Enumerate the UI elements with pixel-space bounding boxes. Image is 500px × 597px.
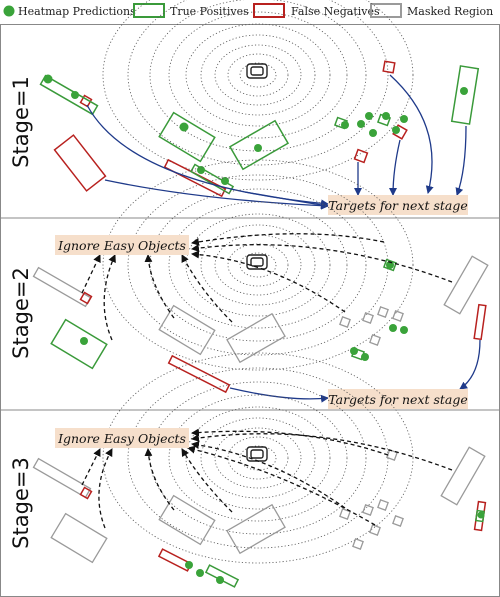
masked-regions bbox=[32, 255, 489, 364]
stage-1-panel: Stage=1 bbox=[9, 0, 480, 215]
true-positive-boxes bbox=[50, 258, 398, 370]
legend: Heatmap Predictions True Positives False… bbox=[3, 3, 493, 18]
ignore-arrows bbox=[81, 428, 453, 529]
fn-legend-label: False Negatives bbox=[291, 5, 380, 18]
arrows-to-targets bbox=[86, 74, 467, 210]
callout-box bbox=[55, 235, 189, 255]
heatmap-predictions bbox=[80, 261, 408, 361]
ego-vehicle bbox=[246, 254, 268, 270]
fn-legend-marker bbox=[253, 3, 285, 18]
ignore-label: Ignore Easy Objects bbox=[57, 238, 186, 253]
lidar-point-cloud bbox=[102, 0, 414, 181]
stage-3-panel: Stage=3 bbox=[9, 352, 487, 588]
stage-2-panel: Stage=2 bbox=[9, 159, 489, 409]
ignore-arrows bbox=[81, 233, 453, 341]
masked-legend-marker bbox=[370, 3, 402, 18]
masked-regions bbox=[32, 446, 486, 564]
stage-label: Stage=3 bbox=[9, 457, 33, 549]
masked-legend-label: Masked Region bbox=[407, 5, 493, 18]
false-negative-boxes bbox=[53, 60, 408, 198]
targets-label: Targets for next stage bbox=[328, 392, 468, 407]
heatmap-legend-marker bbox=[3, 5, 15, 17]
figure-border bbox=[0, 24, 500, 597]
targets-callout: Targets for next stage bbox=[328, 389, 468, 409]
callout-box bbox=[328, 389, 468, 409]
false-negative-boxes bbox=[79, 291, 487, 394]
targets-callout: Targets for next stage bbox=[328, 195, 468, 215]
true-positive-boxes bbox=[39, 65, 480, 195]
ignore-label: Ignore Easy Objects bbox=[57, 431, 186, 446]
callout-box bbox=[55, 428, 189, 448]
tp-legend-label: True Positives bbox=[170, 5, 249, 18]
stage-label: Stage=1 bbox=[9, 76, 33, 168]
ego-vehicle bbox=[246, 446, 268, 462]
heatmap-legend-label: Heatmap Predictions bbox=[18, 5, 136, 18]
ego-vehicle bbox=[246, 63, 268, 79]
targets-label: Targets for next stage bbox=[328, 198, 468, 213]
stage-label: Stage=2 bbox=[9, 267, 33, 359]
heatmap-predictions bbox=[43, 74, 468, 185]
ignore-callout: Ignore Easy Objects bbox=[55, 428, 189, 448]
heatmap-predictions bbox=[185, 511, 485, 584]
tp-legend-marker bbox=[133, 3, 165, 18]
arrows-to-targets bbox=[229, 339, 481, 403]
callout-box bbox=[328, 195, 468, 215]
ignore-callout: Ignore Easy Objects bbox=[55, 235, 189, 255]
